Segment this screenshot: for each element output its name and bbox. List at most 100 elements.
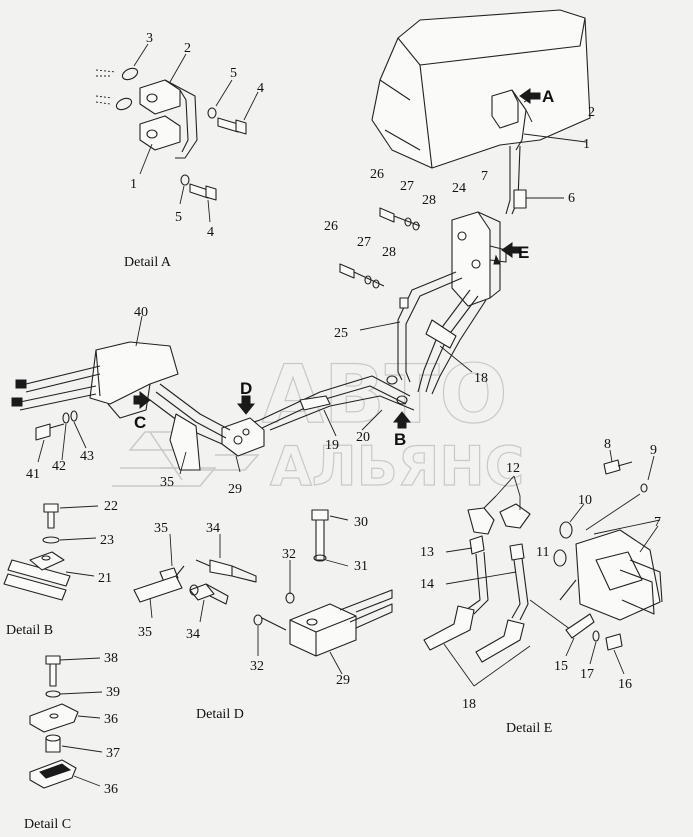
callout-5: 5 xyxy=(175,210,182,225)
o-ring-icon xyxy=(559,521,573,539)
view-letter-b: B xyxy=(394,430,406,449)
bolt-icon xyxy=(43,503,59,529)
hydraulic-tank-icon xyxy=(371,9,591,169)
washer-icon xyxy=(42,536,60,544)
callout-40: 40 xyxy=(134,305,148,320)
callout-29: 29 xyxy=(228,482,242,497)
callout-6: 6 xyxy=(568,191,575,206)
view-letter-e: E xyxy=(518,243,529,262)
detail-b-caption: Detail B xyxy=(6,623,53,638)
callout-27: 27 xyxy=(357,235,371,250)
callout-35: 35 xyxy=(160,475,174,490)
callout-19: 19 xyxy=(325,438,339,453)
callout-16: 16 xyxy=(618,677,632,692)
o-ring-icon xyxy=(115,67,139,111)
main-assembly-drawing xyxy=(11,9,591,475)
bracket-icon xyxy=(169,413,201,471)
valve-block-icon xyxy=(451,211,507,307)
manifold-block-icon xyxy=(221,417,265,457)
callout-8: 8 xyxy=(604,437,611,452)
callout-35: 35 xyxy=(154,521,168,536)
detail-d-caption: Detail D xyxy=(196,707,244,722)
callout-29: 29 xyxy=(336,673,350,688)
callout-27: 27 xyxy=(400,179,414,194)
callout-12: 12 xyxy=(506,461,520,476)
callout-32: 32 xyxy=(282,547,296,562)
callout-2: 2 xyxy=(184,41,191,56)
washer-icon xyxy=(180,107,217,186)
callout-3: 3 xyxy=(146,31,153,46)
tank-fitting-icon xyxy=(491,89,527,215)
callout-21: 21 xyxy=(98,571,112,586)
clamp-icon xyxy=(565,613,595,639)
view-arrow-c-icon xyxy=(133,390,151,410)
callout-25: 25 xyxy=(334,326,348,341)
o-ring-icon xyxy=(285,592,295,604)
callout-43: 43 xyxy=(80,449,94,464)
detail-a-caption: Detail A xyxy=(124,255,172,270)
view-letter-a: A xyxy=(542,87,554,106)
clamp-plate-icon xyxy=(29,759,77,789)
callout-23: 23 xyxy=(100,533,114,548)
view-letter-d: D xyxy=(240,379,252,398)
callout-5: 5 xyxy=(230,66,237,81)
callout-36: 36 xyxy=(104,712,118,727)
clamp-plate-icon xyxy=(29,703,79,733)
callout-9: 9 xyxy=(650,443,657,458)
view-letter-c: C xyxy=(134,413,146,432)
callout-30: 30 xyxy=(354,515,368,530)
callout-7: 7 xyxy=(654,515,661,530)
callout-39: 39 xyxy=(106,685,120,700)
pump-body-icon xyxy=(559,529,663,621)
washer-icon xyxy=(592,630,600,642)
callout-41: 41 xyxy=(26,467,40,482)
callout-2: 2 xyxy=(588,105,595,120)
callout-37: 37 xyxy=(106,746,120,761)
detail-c-caption: Detail C xyxy=(24,817,71,832)
watermark-line2: АЛЬЯНС xyxy=(270,435,524,498)
callout-15: 15 xyxy=(554,659,568,674)
hydraulic-pipe-icon xyxy=(397,271,487,395)
callout-36: 36 xyxy=(104,782,118,797)
callout-42: 42 xyxy=(52,459,66,474)
bolt-icon xyxy=(605,633,623,651)
o-ring-icon xyxy=(253,614,263,626)
watermark-logo: АВТО АЛЬЯНС xyxy=(112,347,525,499)
callout-17: 17 xyxy=(580,667,594,682)
callout-28: 28 xyxy=(382,245,396,260)
bolt-icon xyxy=(339,207,421,289)
view-arrow-d-icon xyxy=(236,395,256,415)
callout-35: 35 xyxy=(138,625,152,640)
detail-c-drawing xyxy=(29,655,103,789)
callout-26: 26 xyxy=(370,167,384,182)
callout-11: 11 xyxy=(536,545,549,560)
o-ring-icon xyxy=(553,549,567,567)
callout-34: 34 xyxy=(206,521,220,536)
callout-26: 26 xyxy=(324,219,338,234)
bracket-icon xyxy=(89,341,179,419)
detail-e-drawing xyxy=(423,449,663,687)
callout-4: 4 xyxy=(207,225,214,240)
callout-28: 28 xyxy=(422,193,436,208)
detail-e-caption: Detail E xyxy=(506,721,552,736)
bolt-icon xyxy=(311,509,329,561)
detail-d-drawing xyxy=(133,509,393,675)
callout-22: 22 xyxy=(104,499,118,514)
callout-20: 20 xyxy=(356,430,370,445)
callout-32: 32 xyxy=(250,659,264,674)
callout-1: 1 xyxy=(130,177,137,192)
view-arrow-e-icon xyxy=(501,242,521,258)
callout-10: 10 xyxy=(578,493,592,508)
bolt-icon xyxy=(45,655,61,687)
view-arrow-b-icon xyxy=(392,411,412,429)
callout-13: 13 xyxy=(420,545,434,560)
washer-icon xyxy=(45,690,61,698)
callout-14: 14 xyxy=(420,577,434,592)
hydraulic-hose-icon xyxy=(423,535,529,663)
view-arrow-a-icon xyxy=(519,88,541,104)
callout-38: 38 xyxy=(104,651,118,666)
detail-a-drawing xyxy=(95,43,259,223)
bolt-icon xyxy=(189,117,247,201)
callout-18: 18 xyxy=(462,697,476,712)
